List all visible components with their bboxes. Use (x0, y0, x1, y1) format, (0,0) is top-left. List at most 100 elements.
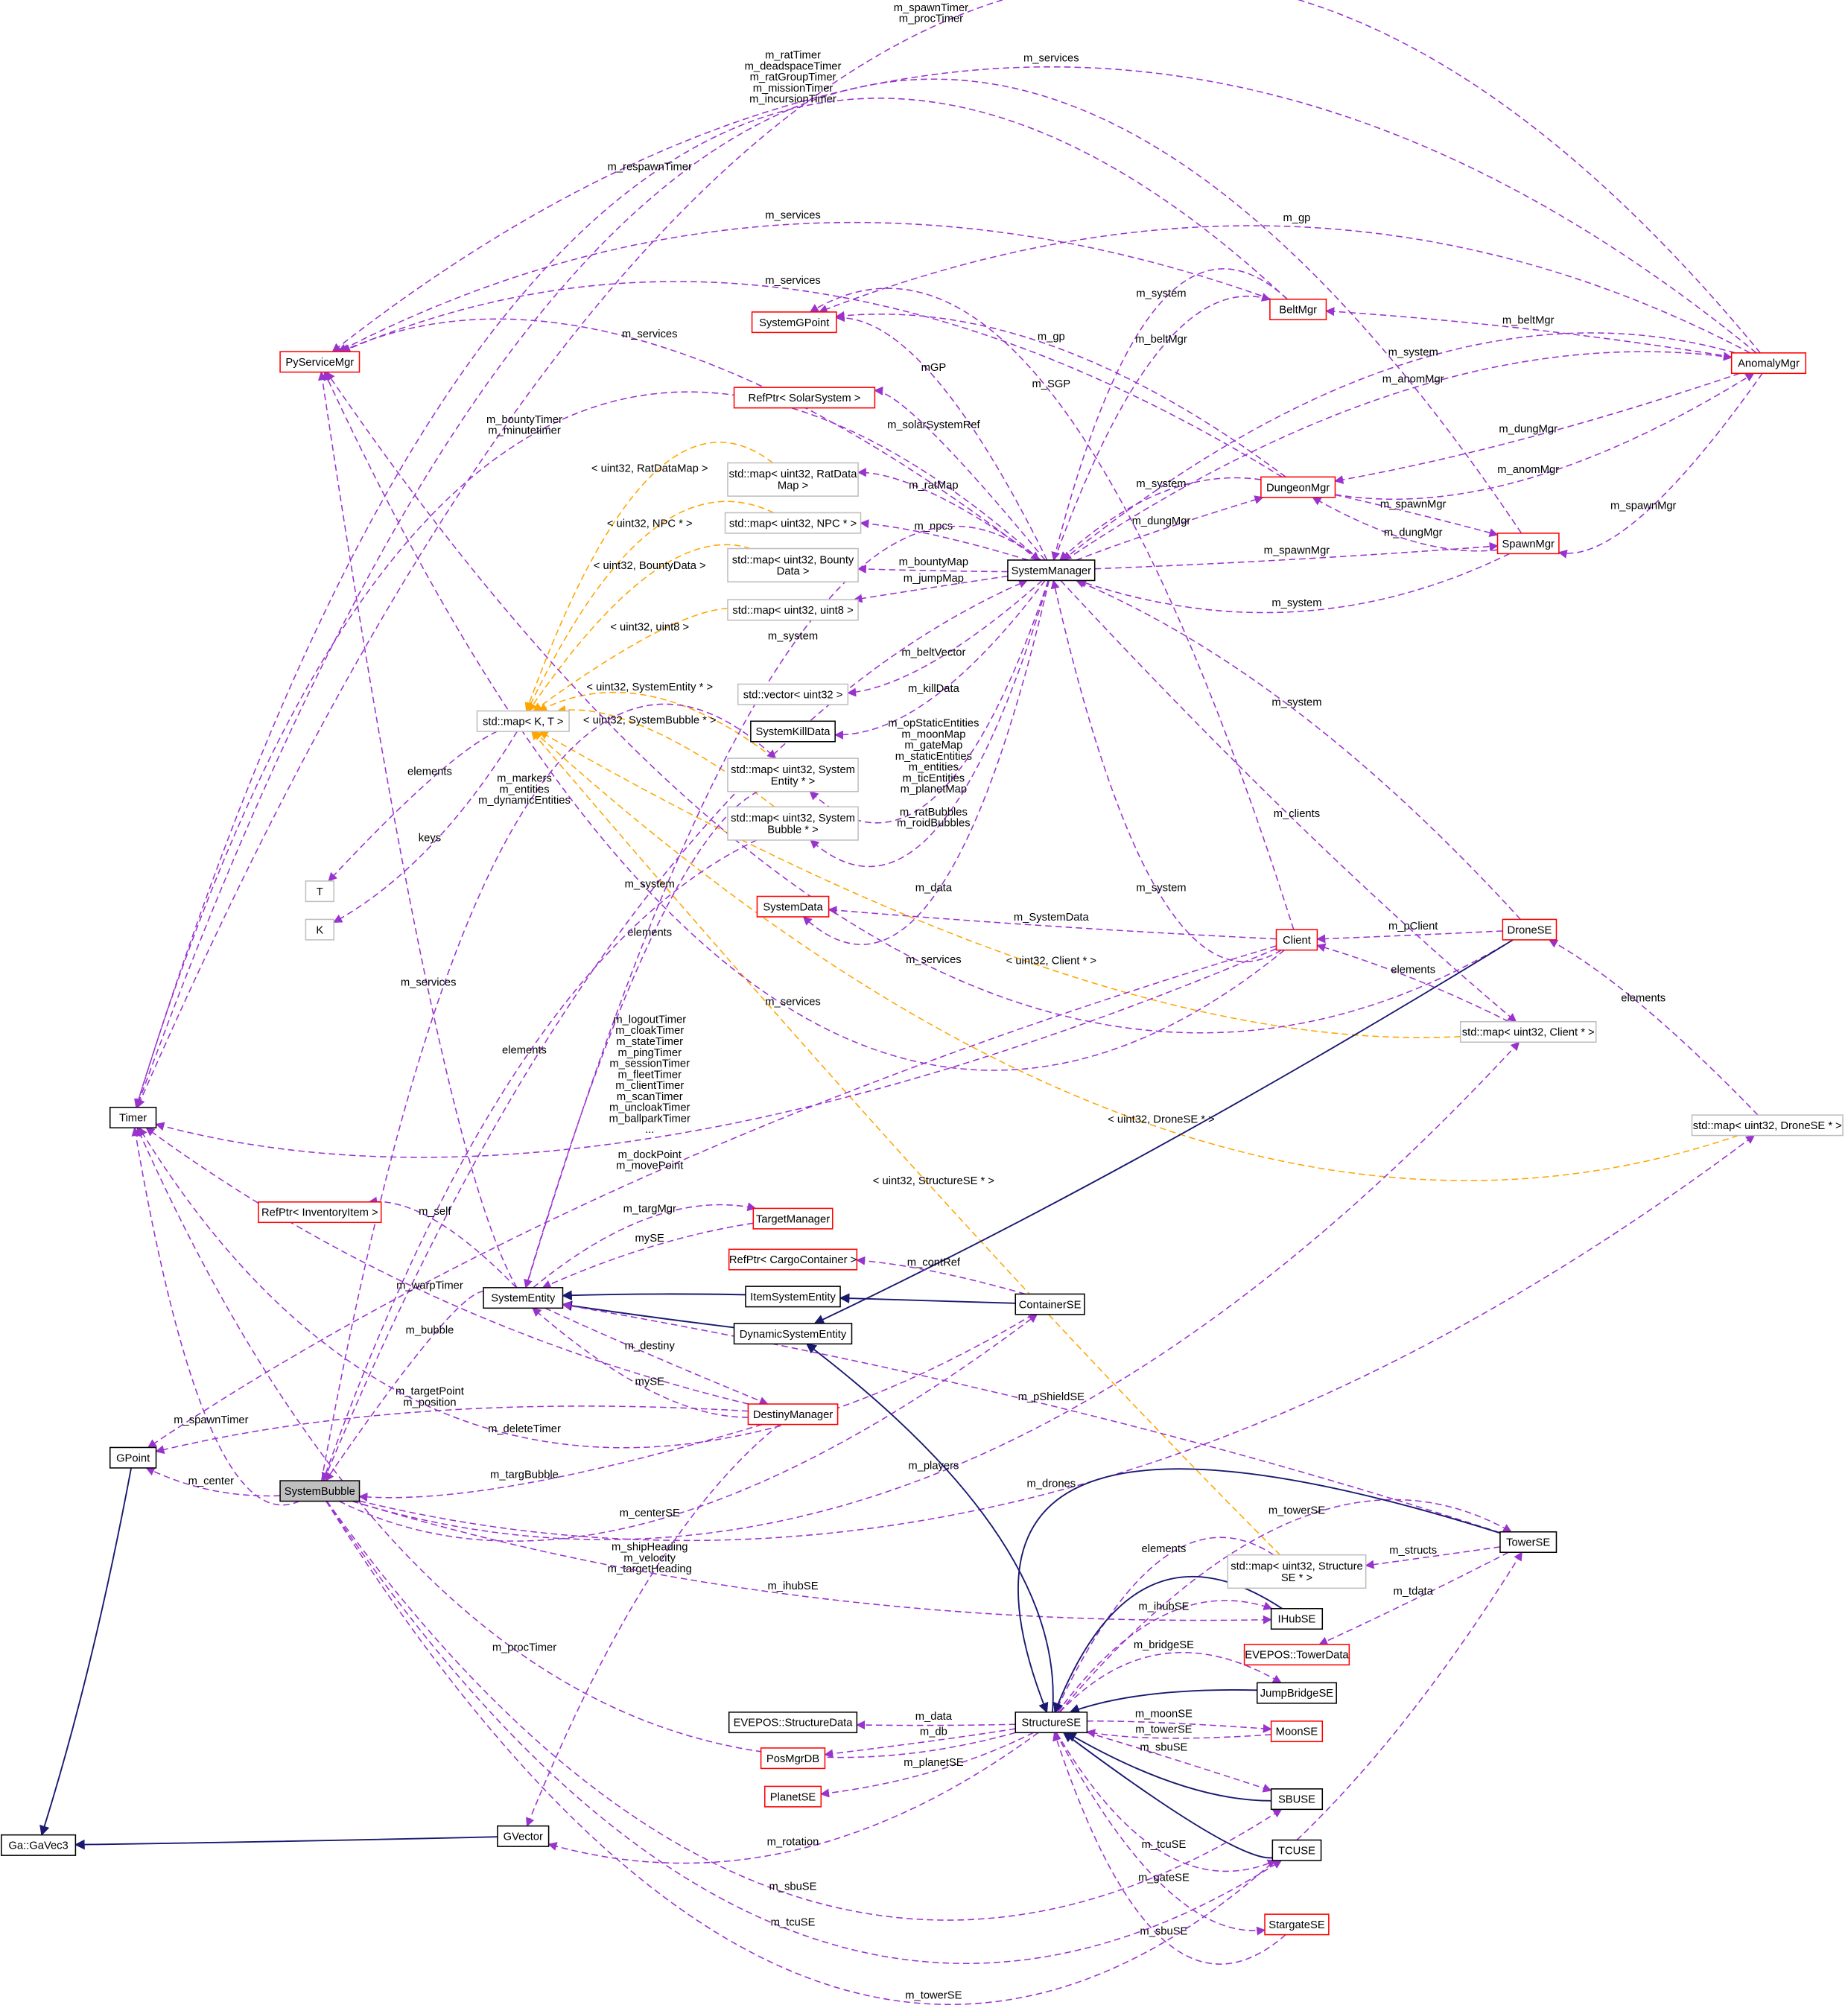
edge-label: < uint32, Client * > (1006, 955, 1096, 967)
class-node-dungeonmgr[interactable]: DungeonMgr (1260, 476, 1336, 498)
edge-label: m_towerSE (905, 1989, 962, 2001)
class-node-npcmap[interactable]: std::map< uint32, NPC * > (724, 512, 862, 534)
class-node-systementity[interactable]: SystemEntity (483, 1287, 564, 1309)
usage-arrow (820, 1732, 1034, 1798)
edge-label: m_center (188, 1475, 235, 1487)
class-node-vec[interactable]: std::vector< uint32 > (737, 683, 849, 705)
class-node-destinymanager[interactable]: DestinyManager (747, 1403, 839, 1426)
class-node-tcuse[interactable]: TCUSE (1271, 1839, 1322, 1861)
class-node-dronemap[interactable]: std::map< uint32, DroneSE * > (1691, 1114, 1844, 1137)
class-node-k[interactable]: K (305, 918, 334, 941)
class-node-semap[interactable]: std::map< uint32, SystemEntity * > (727, 757, 859, 792)
class-node-timer[interactable]: Timer (109, 1107, 157, 1129)
edge-label: m_npcs (915, 521, 953, 533)
class-box (305, 918, 334, 941)
edge-label: m_solarSystemRef (887, 419, 980, 431)
class-node-stargatese[interactable]: StargateSE (1264, 1913, 1330, 1936)
class-box (747, 1403, 839, 1426)
class-node-mapkt[interactable]: std::map< K, T > (476, 710, 570, 732)
edge-Client-to-SystemGPoint: m_SGP (809, 287, 1295, 930)
edge-U8Map-to-MapKT: < uint32, uint8 > (533, 608, 728, 712)
class-node-jumpbridgese[interactable]: JumpBridgeSE (1256, 1682, 1337, 1704)
class-node-posmgrdb[interactable]: PosMgrDB (760, 1747, 826, 1770)
class-node-ratmap[interactable]: std::map< uint32, RatDataMap > (727, 462, 859, 497)
class-box (1275, 929, 1318, 951)
class-node-targetmanager[interactable]: TargetManager (752, 1207, 833, 1230)
edge-label: m_gp (1038, 331, 1065, 343)
class-node-gvector[interactable]: GVector (497, 1825, 550, 1847)
class-node-moonse[interactable]: MoonSE (1270, 1720, 1324, 1743)
class-node-spawnmgr[interactable]: SpawnMgr (1496, 533, 1560, 555)
edge-label: m_velocity (623, 1552, 676, 1564)
class-node-systembubble[interactable]: SystemBubble (279, 1480, 361, 1502)
usage-arrow (326, 1501, 1283, 1921)
usage-arrow (544, 1307, 769, 1405)
class-node-systemmanager[interactable]: SystemManager (1007, 559, 1096, 582)
class-node-client[interactable]: Client (1275, 929, 1318, 951)
class-node-systemdata[interactable]: SystemData (756, 895, 830, 918)
class-node-sbmap[interactable]: std::map< uint32, SystemBubble * > (727, 806, 859, 841)
inheritance-arrow (1065, 1732, 1271, 1802)
class-name: std::map< uint32, System (731, 764, 855, 776)
class-node-gpoint[interactable]: GPoint (109, 1446, 157, 1469)
class-name: RefPtr< SolarSystem > (749, 393, 861, 404)
edge-label: m_beltMgr (1502, 314, 1555, 326)
class-node-structmap[interactable]: std::map< uint32, StructureSE * > (1227, 1554, 1367, 1589)
edge-SystemManager-to-BountyMap: m_bountyMap (857, 556, 1008, 574)
class-node-structdata[interactable]: EVEPOS::StructureData (728, 1712, 858, 1734)
class-node-refcargo[interactable]: RefPtr< CargoContainer > (728, 1248, 858, 1271)
class-name: std::vector< uint32 > (743, 689, 843, 701)
usage-arrow (1055, 1732, 1277, 1872)
class-node-itemse[interactable]: ItemSystemEntity (745, 1286, 841, 1308)
class-node-pyservicemgr[interactable]: PyServiceMgr (279, 351, 361, 373)
class-node-sbuse[interactable]: SBUSE (1270, 1788, 1324, 1811)
edge-SystemEntity-to-RefInv: m_self (368, 1196, 517, 1289)
class-node-gavec3[interactable]: Ga::GaVec3 (1, 1834, 77, 1856)
edge-label: m_services (1023, 52, 1079, 64)
class-node-containerse[interactable]: ContainerSE (1015, 1293, 1085, 1315)
class-node-towerdata[interactable]: EVEPOS::TowerData (1243, 1644, 1350, 1666)
edge-label: elements (1141, 1543, 1186, 1555)
class-node-refinv[interactable]: RefPtr< InventoryItem > (258, 1201, 382, 1224)
inheritance-arrow (562, 1300, 734, 1329)
class-node-towerse[interactable]: TowerSE (1499, 1531, 1558, 1554)
class-node-planetse[interactable]: PlanetSE (763, 1785, 822, 1808)
class-box (750, 720, 836, 743)
edge-label: m_shipHeading (612, 1541, 688, 1553)
edge-SystemBubble-to-TowerSE: m_towerSE (326, 1501, 1522, 2005)
class-node-clientmap[interactable]: std::map< uint32, Client * > (1459, 1020, 1597, 1043)
edge-SystemBubble-to-DroneMap: m_drones (359, 1134, 1756, 1542)
edge-SystemEntity-to-DestinyManager: m_destiny (544, 1307, 769, 1405)
edge-label: m_killData (908, 683, 960, 695)
class-node-dynse[interactable]: DynamicSystemEntity (733, 1323, 853, 1345)
class-box (109, 1107, 157, 1129)
class-node-killdata[interactable]: SystemKillData (750, 720, 836, 743)
edge-DungeonMgr-to-SpawnMgr: m_spawnMgr (1335, 494, 1499, 538)
class-node-systemgpoint[interactable]: SystemGPoint (751, 311, 837, 334)
edge-SystemManager-to-RefSolar: m_solarSystemRef (874, 386, 1046, 561)
class-box (1015, 1712, 1088, 1734)
class-node-dronese[interactable]: DroneSE (1502, 918, 1558, 941)
class-node-ihubse[interactable]: IHubSE (1270, 1608, 1324, 1630)
edge-Client-to-SystemData: m_SystemData (828, 906, 1277, 940)
class-node-anomalymgr[interactable]: AnomalyMgr (1730, 352, 1807, 375)
usage-arrow (1335, 494, 1499, 538)
class-node-t[interactable]: T (305, 880, 334, 903)
edge-label: m_scanTimer (617, 1091, 683, 1103)
usage-arrow (1053, 293, 1271, 561)
edge-label: m_bountyTimer (486, 414, 562, 426)
usage-arrow (1334, 372, 1740, 484)
class-node-beltmgr[interactable]: BeltMgr (1269, 298, 1327, 320)
class-node-bountymap[interactable]: std::map< uint32, BountyData > (727, 547, 859, 582)
class-node-u8map[interactable]: std::map< uint32, uint8 > (727, 599, 859, 621)
edge-StructureSE-to-TCUSE: m_tcuSE (1055, 1732, 1277, 1872)
edge-ContainerSE-to-ItemSE (839, 1293, 1016, 1304)
class-node-refsolar[interactable]: RefPtr< SolarSystem > (733, 387, 876, 409)
class-name: Data > (777, 566, 810, 578)
edge-SBMap-to-SystemBubble: elements (321, 839, 758, 1482)
edge-SystemBubble-to-SBUSE: m_sbuSE (326, 1501, 1283, 1921)
edge-StructureSE-to-IHubSE: m_ihubSE (1057, 1600, 1273, 1713)
class-node-structurese[interactable]: StructureSE (1015, 1712, 1088, 1734)
